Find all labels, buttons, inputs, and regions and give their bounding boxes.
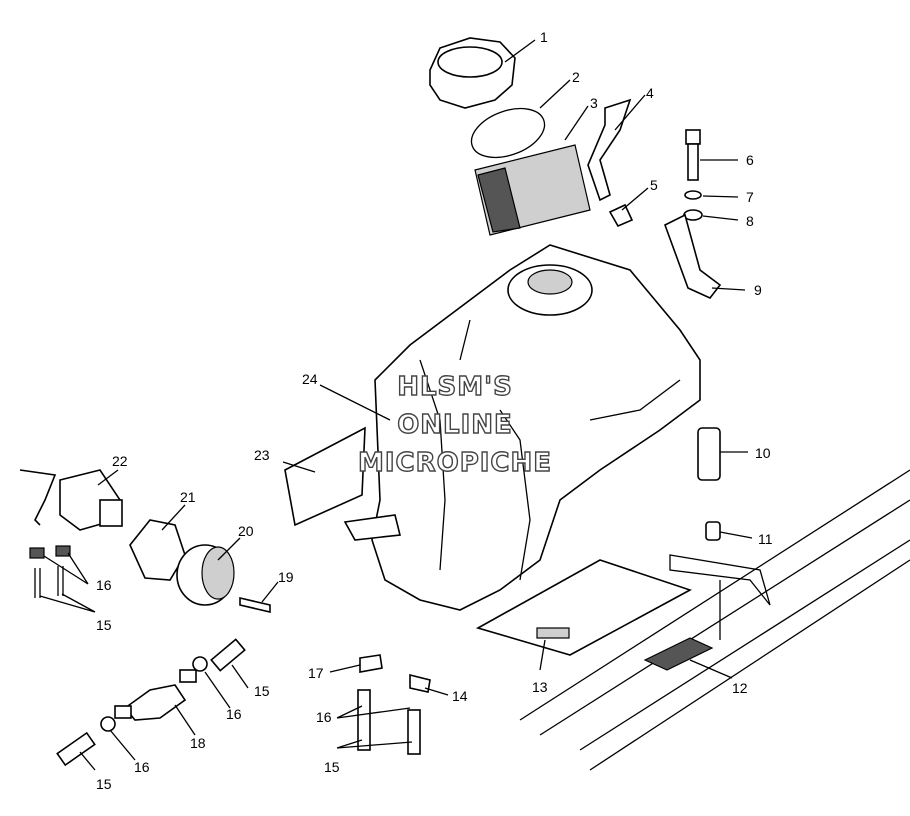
fuel-tank xyxy=(343,244,701,611)
fuel-cap xyxy=(429,37,516,109)
frame-rails xyxy=(519,469,910,771)
callout-17: 17 xyxy=(308,665,324,681)
callout-14: 14 xyxy=(452,688,468,704)
callout-5: 5 xyxy=(650,177,658,193)
callout-2: 2 xyxy=(572,69,580,85)
callout-13: 13 xyxy=(532,679,548,695)
callout-15c: 15 xyxy=(324,759,340,775)
shield-plate xyxy=(475,559,693,656)
spacer-tube xyxy=(697,427,721,481)
bolt-assembly xyxy=(664,129,722,299)
callout-16a: 16 xyxy=(96,577,112,593)
callout-16d: 16 xyxy=(134,759,150,775)
callout-4: 4 xyxy=(646,85,654,101)
callout-15b: 15 xyxy=(254,683,270,699)
callout-23: 23 xyxy=(254,447,270,463)
callout-12: 12 xyxy=(732,680,748,696)
watermark-line-2: ONLINE xyxy=(397,410,513,440)
watermark-line-3: MICROPICHE xyxy=(358,448,552,478)
callout-22: 22 xyxy=(112,453,128,469)
callout-8: 8 xyxy=(746,213,754,229)
vent-fitting xyxy=(608,203,634,228)
callout-15d: 15 xyxy=(96,776,112,792)
callout-6: 6 xyxy=(746,152,754,168)
callout-21: 21 xyxy=(180,489,196,505)
callout-3: 3 xyxy=(590,95,598,111)
callouts: 1 2 3 4 5 6 7 8 9 10 11 12 13 14 15 15 1… xyxy=(96,29,773,792)
watermark: HLSM'S ONLINE MICROPICHE xyxy=(357,371,552,478)
callout-24: 24 xyxy=(302,371,318,387)
cap-gasket xyxy=(470,107,546,159)
grommet xyxy=(705,521,721,541)
rubber-strip xyxy=(643,637,714,671)
tank-pad xyxy=(284,426,366,527)
callout-11: 11 xyxy=(758,531,773,547)
fuel-hoses xyxy=(56,638,431,767)
inline-fuel-filter xyxy=(114,669,197,721)
callout-10: 10 xyxy=(755,445,771,461)
callout-18: 18 xyxy=(190,735,206,751)
callout-1: 1 xyxy=(540,29,548,45)
callout-16c: 16 xyxy=(316,709,332,725)
callout-15a: 15 xyxy=(96,617,112,633)
fuel-pump xyxy=(19,469,123,598)
callout-20: 20 xyxy=(238,523,254,539)
foam-filter xyxy=(474,144,591,236)
pump-cover xyxy=(176,544,235,606)
callout-19: 19 xyxy=(278,569,294,585)
callout-16b: 16 xyxy=(226,706,242,722)
callout-9: 9 xyxy=(754,282,762,298)
watermark-line-1: HLSM'S xyxy=(397,372,513,402)
callout-7: 7 xyxy=(746,189,754,205)
vent-hose xyxy=(587,98,632,202)
leader-lines xyxy=(39,39,753,771)
screw xyxy=(239,596,271,614)
